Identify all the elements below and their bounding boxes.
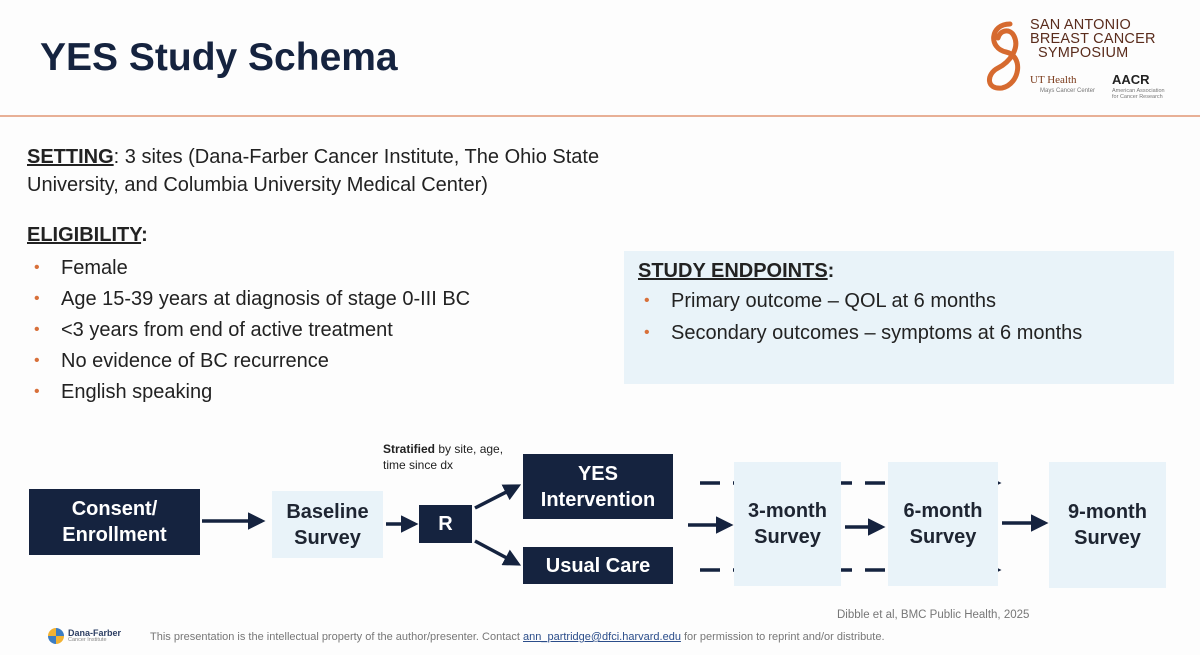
footer-notice: This presentation is the intellectual pr… bbox=[150, 631, 885, 643]
list-item: •Primary outcome – QOL at 6 months bbox=[644, 289, 1082, 321]
arrow-r-to-intervention bbox=[474, 484, 522, 510]
aacr-sub: American Association for Cancer Research bbox=[1112, 88, 1165, 100]
list-item: •<3 years from end of active treatment bbox=[34, 319, 393, 341]
bullet-icon: • bbox=[34, 321, 40, 338]
stratified-note: Stratified by site, age, time since dx bbox=[383, 442, 504, 472]
contact-email-link[interactable]: ann_partridge@dfci.harvard.edu bbox=[523, 631, 681, 643]
bullet-icon: • bbox=[34, 383, 40, 400]
list-item: •Age 15-39 years at diagnosis of stage 0… bbox=[34, 288, 471, 310]
list-item: •Secondary outcomes – symptoms at 6 mont… bbox=[644, 321, 1082, 353]
bullet-icon: • bbox=[644, 324, 650, 341]
endpoints-list: •Primary outcome – QOL at 6 months •Seco… bbox=[644, 289, 1082, 353]
endpoints-panel: STUDY ENDPOINTS: •Primary outcome – QOL … bbox=[624, 251, 1174, 384]
arrow-r-to-usualcare bbox=[474, 539, 522, 566]
usual-care-box: Usual Care bbox=[523, 547, 673, 584]
consent-enrollment-box: Consent/ Enrollment bbox=[29, 489, 200, 555]
bullet-icon: • bbox=[34, 259, 40, 276]
slide-title: YES Study Schema bbox=[40, 36, 398, 79]
survey-3month-box: 3-month Survey bbox=[734, 462, 841, 586]
eligibility-heading: ELIGIBILITY: bbox=[27, 224, 148, 246]
survey-6month-box: 6-month Survey bbox=[888, 462, 998, 586]
randomization-box: R bbox=[419, 505, 472, 543]
endpoints-heading: STUDY ENDPOINTS: bbox=[638, 260, 835, 282]
list-item: •English speaking bbox=[34, 381, 213, 403]
eligibility-label: ELIGIBILITY bbox=[27, 224, 142, 246]
sabcs-logo: SAN ANTONIO BREAST CANCER SYMPOSIUM UT H… bbox=[980, 14, 1185, 112]
logo-line1: SAN ANTONIO bbox=[1030, 17, 1132, 33]
list-item: •No evidence of BC recurrence bbox=[34, 350, 329, 372]
eligibility-list: •Female •Age 15-39 years at diagnosis of… bbox=[34, 256, 470, 411]
logo-line2: BREAST CANCER bbox=[1030, 31, 1156, 47]
setting-paragraph: SETTING: 3 sites (Dana-Farber Cancer Ins… bbox=[27, 143, 667, 199]
citation: Dibble et al, BMC Public Health, 2025 bbox=[837, 609, 1030, 621]
ribbon-logo-icon bbox=[987, 21, 1021, 91]
bullet-icon: • bbox=[34, 290, 40, 307]
bullet-icon: • bbox=[34, 352, 40, 369]
list-item: •Female bbox=[34, 257, 128, 279]
ut-health-logo: UT Health bbox=[1030, 74, 1077, 86]
logo-line3: SYMPOSIUM bbox=[1038, 45, 1129, 61]
endpoints-label: STUDY ENDPOINTS bbox=[638, 260, 828, 282]
setting-text: : 3 sites (Dana-Farber Cancer Institute,… bbox=[27, 146, 600, 196]
ut-health-sub: Mays Cancer Center bbox=[1040, 88, 1096, 94]
survey-9month-box: 9-month Survey bbox=[1049, 462, 1166, 588]
aacr-logo: AACR bbox=[1112, 72, 1150, 87]
dana-farber-logo-icon bbox=[48, 628, 64, 644]
baseline-survey-box: Baseline Survey bbox=[272, 491, 383, 558]
setting-label: SETTING bbox=[27, 146, 114, 168]
bullet-icon: • bbox=[644, 292, 650, 309]
dana-farber-logo: Dana-Farber Cancer Institute bbox=[48, 627, 148, 645]
intervention-box: YES Intervention bbox=[523, 454, 673, 519]
header-divider bbox=[0, 115, 1200, 117]
